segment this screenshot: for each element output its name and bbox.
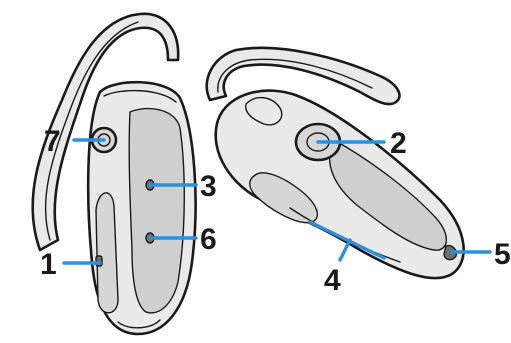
left-headset — [33, 14, 196, 334]
callout-4: 4 — [324, 264, 341, 297]
right-ear-hook — [207, 48, 400, 104]
callout-3: 3 — [200, 170, 217, 203]
left-front-strip — [96, 193, 118, 313]
callout-2: 2 — [390, 127, 407, 160]
callout-1: 1 — [40, 248, 57, 281]
left-side-panel — [129, 109, 184, 313]
leader-4-stem — [340, 240, 350, 260]
callout-7: 7 — [44, 125, 61, 158]
callout-6: 6 — [200, 223, 217, 256]
right-headset — [207, 48, 464, 278]
callout-5: 5 — [494, 238, 511, 271]
